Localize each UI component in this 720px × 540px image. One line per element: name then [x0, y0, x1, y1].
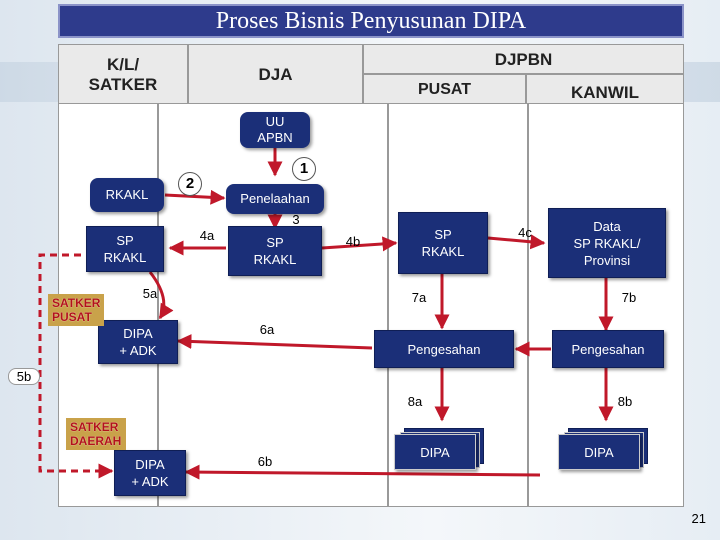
arrow-6b — [184, 464, 541, 480]
step-2: 2 — [178, 172, 202, 196]
node-dipa-kanwil: DIPA — [558, 434, 640, 470]
arrow-5b — [38, 253, 114, 479]
step-7b: 7b — [621, 290, 637, 305]
header-pusat: PUSAT — [363, 74, 526, 104]
node-dipa-adk-daerah: DIPA + ADK — [114, 450, 186, 496]
node-pengesahan-kanwil: Pengesahan — [552, 330, 664, 368]
node-pengesahan-pusat: Pengesahan — [374, 330, 514, 368]
label-satker-pusat: SATKER PUSAT — [48, 294, 104, 326]
label-satker-daerah: SATKER DAERAH — [66, 418, 126, 450]
header-kanwil: KANWIL — [526, 74, 684, 104]
node-sp-rkakl-dja: SP RKAKL — [228, 226, 322, 276]
node-rkakl: RKAKL — [90, 178, 164, 212]
slide-number: 21 — [691, 511, 706, 526]
step-8b: 8b — [617, 394, 633, 409]
node-data-sp-rkakl-provinsi: Data SP RKAKL/ Provinsi — [548, 208, 666, 278]
step-6b: 6b — [257, 454, 273, 469]
node-uu-apbn: UU APBN — [240, 112, 310, 148]
header-kl-satker: K/L/ SATKER — [58, 44, 188, 104]
node-dipa-pusat: DIPA — [394, 434, 476, 470]
page-title: Proses Bisnis Penyusunan DIPA — [58, 4, 684, 38]
arrow-4b — [321, 236, 398, 252]
node-dipa-adk-pusat: DIPA + ADK — [98, 320, 178, 364]
step-4b: 4b — [345, 234, 361, 249]
arrow-5a — [148, 271, 174, 320]
header-dja: DJA — [188, 44, 363, 104]
step-5b: 5b — [8, 368, 40, 385]
step-4a: 4a — [199, 228, 215, 243]
node-sp-rkakl-pusat: SP RKAKL — [398, 212, 488, 274]
step-8a: 8a — [407, 394, 423, 409]
node-sp-rkakl-kl: SP RKAKL — [86, 226, 164, 272]
step-3: 3 — [292, 212, 300, 227]
arrow-6a — [176, 333, 373, 350]
step-1: 1 — [292, 157, 316, 181]
step-4c: 4c — [518, 225, 532, 240]
step-6a: 6a — [259, 322, 275, 337]
arrow-4c — [487, 234, 546, 250]
node-penelaahan: Penelaahan — [226, 184, 324, 214]
step-7a: 7a — [411, 290, 427, 305]
header-djpbn: DJPBN — [363, 44, 684, 74]
arrow-2 — [164, 189, 226, 205]
step-5a: 5a — [142, 286, 158, 301]
